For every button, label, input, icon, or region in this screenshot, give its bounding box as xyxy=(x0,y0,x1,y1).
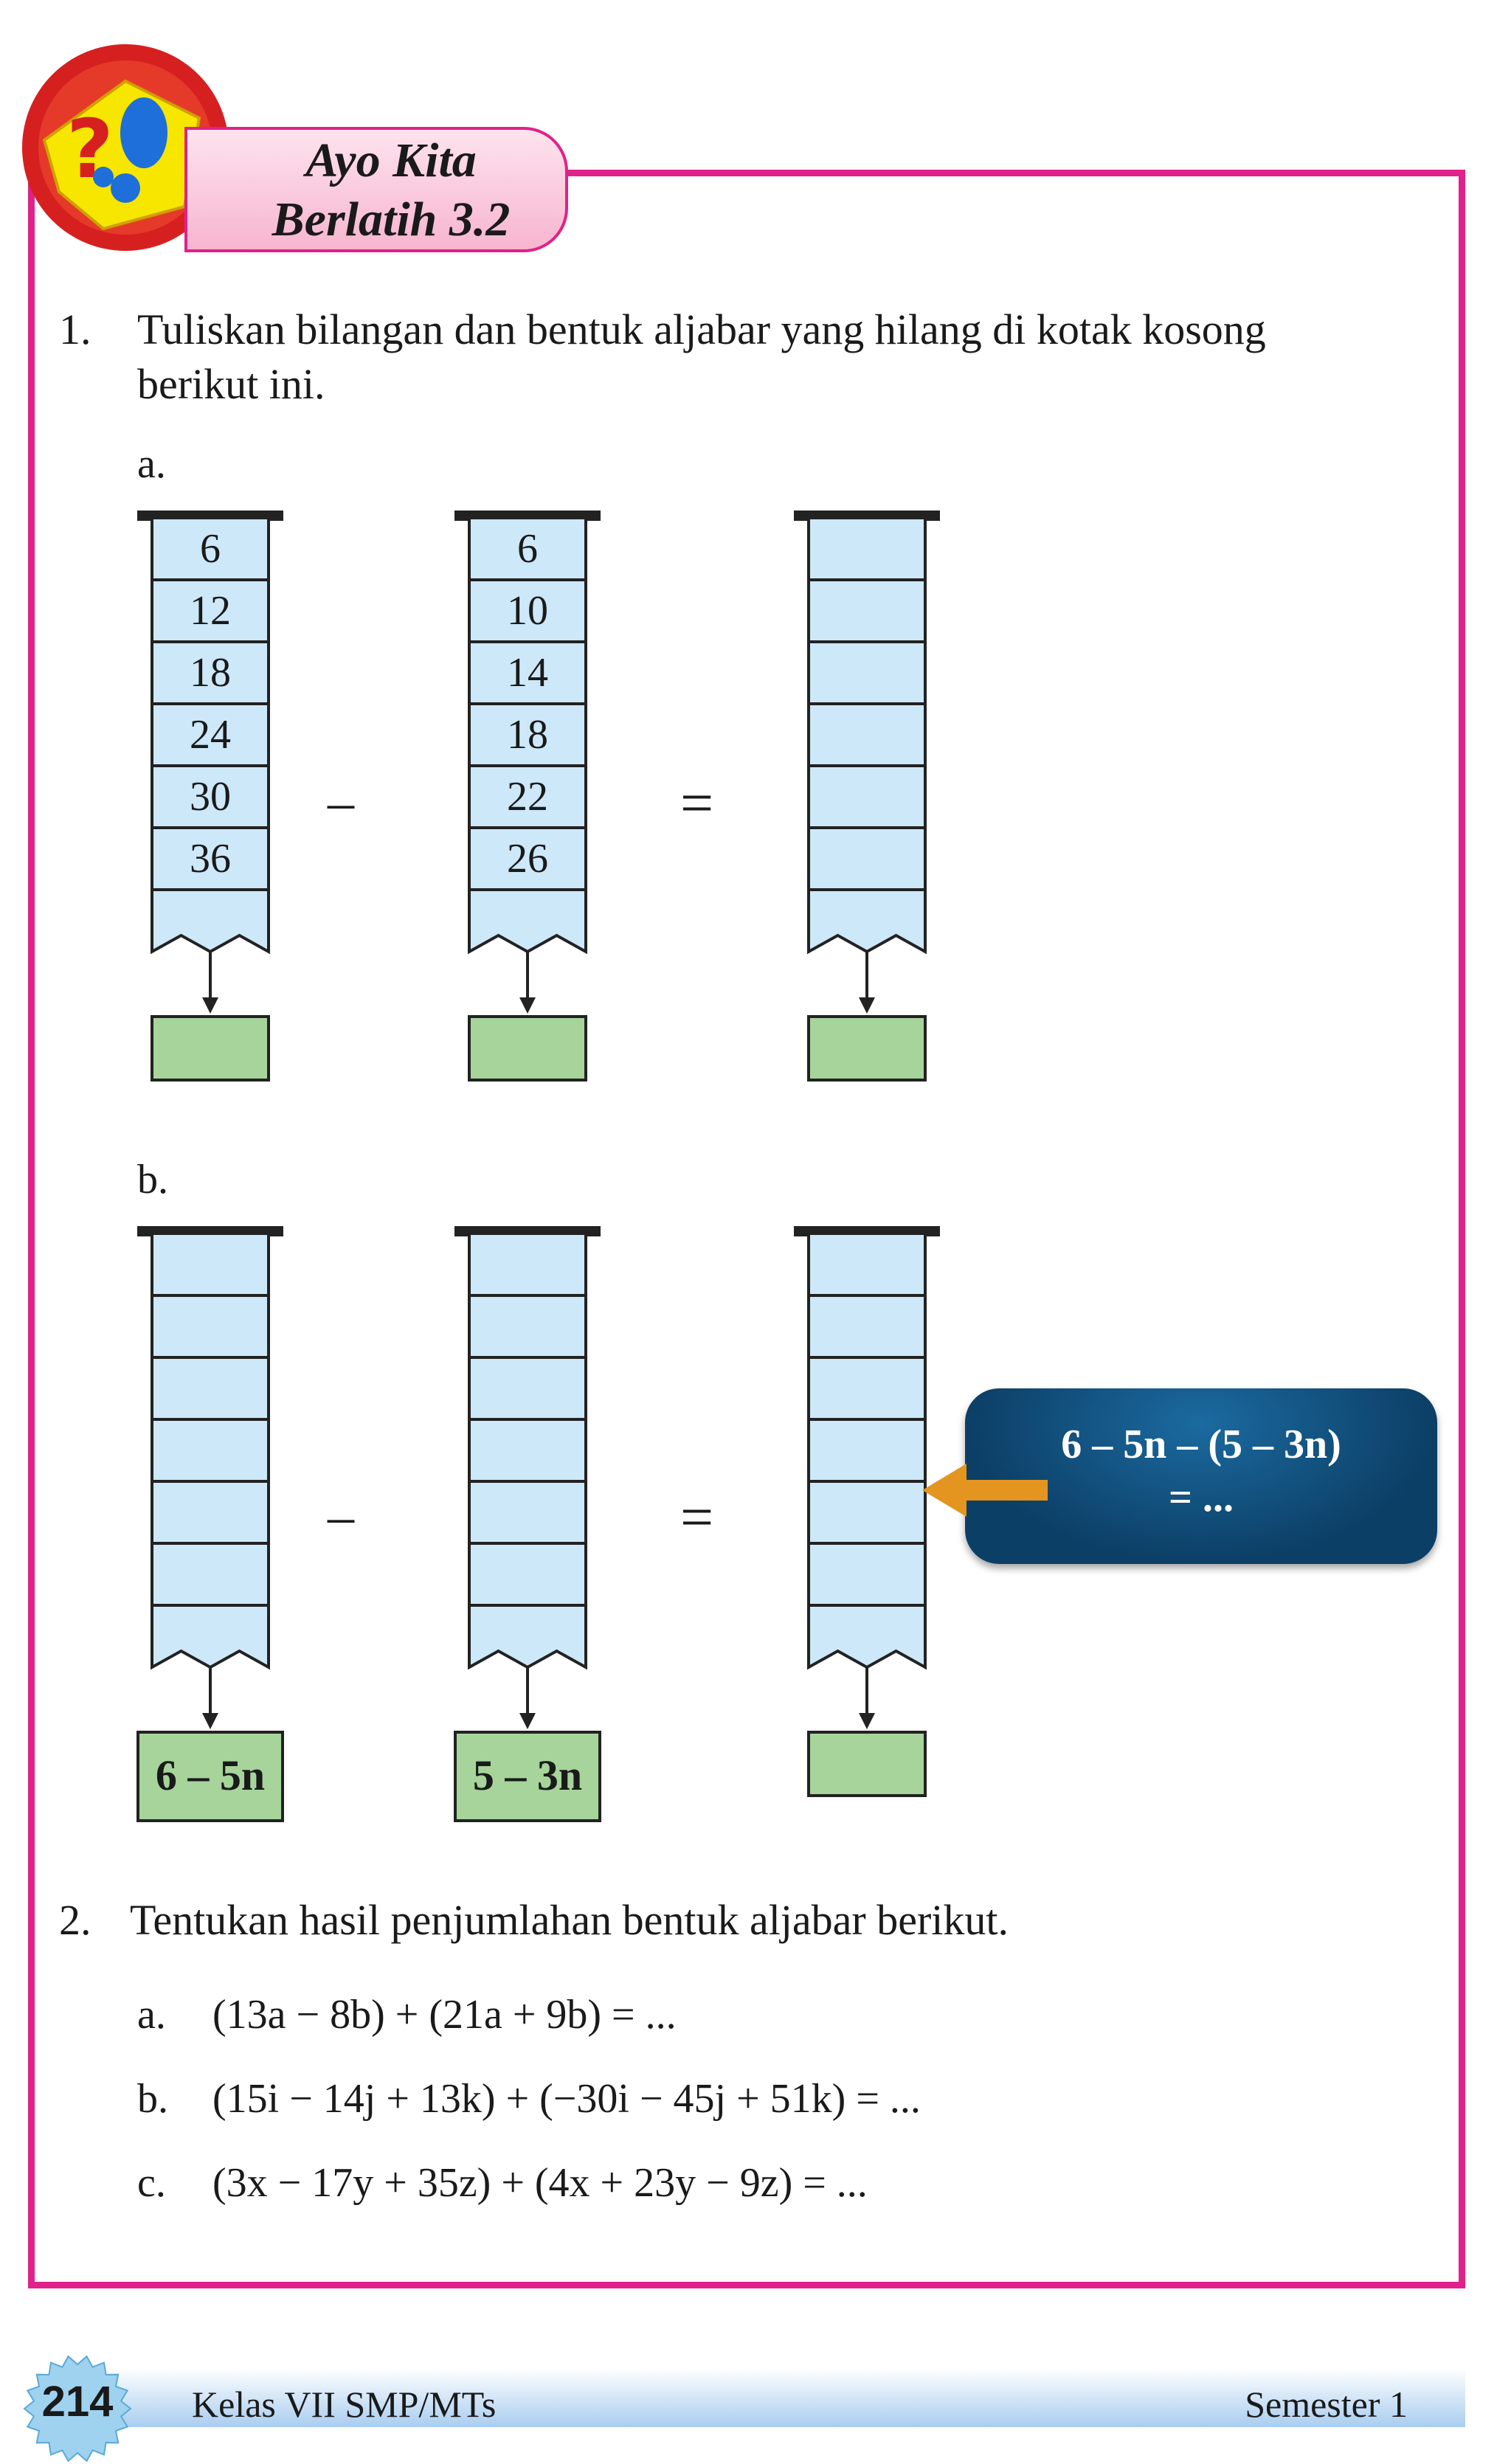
b-col1-result-box xyxy=(136,1731,284,1822)
a-col2-cell-value: 26 xyxy=(507,836,548,882)
a-col1-cell-value: 18 xyxy=(190,650,231,696)
a-col2-arrow-head-icon xyxy=(519,997,536,1014)
a-col1-cell-value: 6 xyxy=(200,526,221,572)
b-col2-column-body xyxy=(468,1232,587,1670)
footer-bar xyxy=(87,2368,1465,2427)
question-2-text: Tentukan hasil penjumlahan bentuk aljaba… xyxy=(130,1896,1009,1944)
a-col2-cell-value: 18 xyxy=(507,712,548,758)
footer-semester-text: Semester 1 xyxy=(1245,2384,1408,2425)
question-2-item-expression: (3x − 17y + 35z) + (4x + 23y − 9z) = ... xyxy=(212,2160,868,2206)
a-col1-result-box xyxy=(151,1015,270,1082)
callout-result: = ... xyxy=(1169,1475,1234,1520)
b-col2-result-box xyxy=(454,1731,601,1822)
a-col3-result-box xyxy=(807,1015,927,1082)
header-tab xyxy=(184,127,568,252)
question-1-number: 1. xyxy=(59,305,91,353)
part-a-equals-sign: = xyxy=(680,771,714,836)
a-col1-arrow-head-icon xyxy=(202,997,218,1014)
b-col1-column-body xyxy=(151,1232,270,1670)
part-b-equals-sign: = xyxy=(680,1485,714,1550)
b-col2-arrow-head-icon xyxy=(519,1713,536,1729)
b-col1-result-text: 6 – 5n xyxy=(156,1751,265,1799)
a-col1-column-body xyxy=(151,516,270,955)
title-line-2: Berlatih 3.2 xyxy=(272,193,511,246)
a-col2-column-body xyxy=(468,516,587,955)
b-col3-arrow-head-icon xyxy=(859,1713,875,1729)
exercise-title: Ayo Kita Berlatih 3.2 xyxy=(214,131,568,249)
question-2-item-expression: (15i − 14j + 13k) + (−30i − 45j + 51k) =… xyxy=(212,2076,921,2122)
a-col1-cell-value: 24 xyxy=(190,712,231,758)
a-col3-column-body xyxy=(807,516,927,955)
part-a-label: a. xyxy=(137,441,166,487)
question-1-text-line-2: berikut ini. xyxy=(137,360,325,408)
b-col3-result-box xyxy=(807,1731,927,1797)
question-1-text-line-1: Tuliskan bilangan dan bentuk aljabar yan… xyxy=(137,305,1266,353)
b-col1-arrow-head-icon xyxy=(202,1713,218,1729)
question-2-item-label: a. xyxy=(137,1992,166,2038)
a-col3-arrow-head-icon xyxy=(859,997,875,1014)
question-2-item-label: b. xyxy=(137,2076,168,2122)
hint-callout: 6 – 5n – (5 – 3n) = ... xyxy=(965,1388,1437,1564)
a-col2-cell-value: 22 xyxy=(507,774,548,820)
exercise-frame xyxy=(28,170,1465,2288)
page-number: 214 xyxy=(41,2378,114,2426)
a-col2-result-box xyxy=(468,1015,587,1082)
part-b-label: b. xyxy=(137,1157,168,1202)
b-col2-result-text: 5 – 3n xyxy=(473,1751,582,1799)
question-2-item-expression: (13a − 8b) + (21a + 9b) = ... xyxy=(212,1992,677,2038)
subtraction-diagrams: 6 12 18 24 30 36 6 10 14 18 22 26 6 – 5n 5 – 3n xyxy=(136,511,940,1822)
title-line-1: Ayo Kita xyxy=(305,134,477,187)
a-col1-cell-value: 12 xyxy=(190,588,231,634)
question-mark-badge-icon: ? xyxy=(22,44,229,251)
orange-arrow-icon xyxy=(922,1464,1048,1517)
a-col1-cell-value: 30 xyxy=(190,774,231,820)
callout-expression: 6 – 5n – (5 – 3n) xyxy=(1061,1422,1341,1467)
footer-class-text: Kelas VII SMP/MTs xyxy=(192,2384,497,2425)
a-col2-cell-value: 6 xyxy=(517,526,538,572)
a-col2-cell-value: 10 xyxy=(507,588,548,634)
a-col2-cell-value: 14 xyxy=(507,650,548,696)
part-a-minus-sign: – xyxy=(328,772,354,831)
question-2-number: 2. xyxy=(59,1896,91,1944)
part-b-minus-sign: – xyxy=(328,1487,354,1546)
a-col1-cell-value: 36 xyxy=(190,836,231,882)
b-col3-column-body xyxy=(807,1232,927,1670)
question-2-item-label: c. xyxy=(137,2160,166,2206)
